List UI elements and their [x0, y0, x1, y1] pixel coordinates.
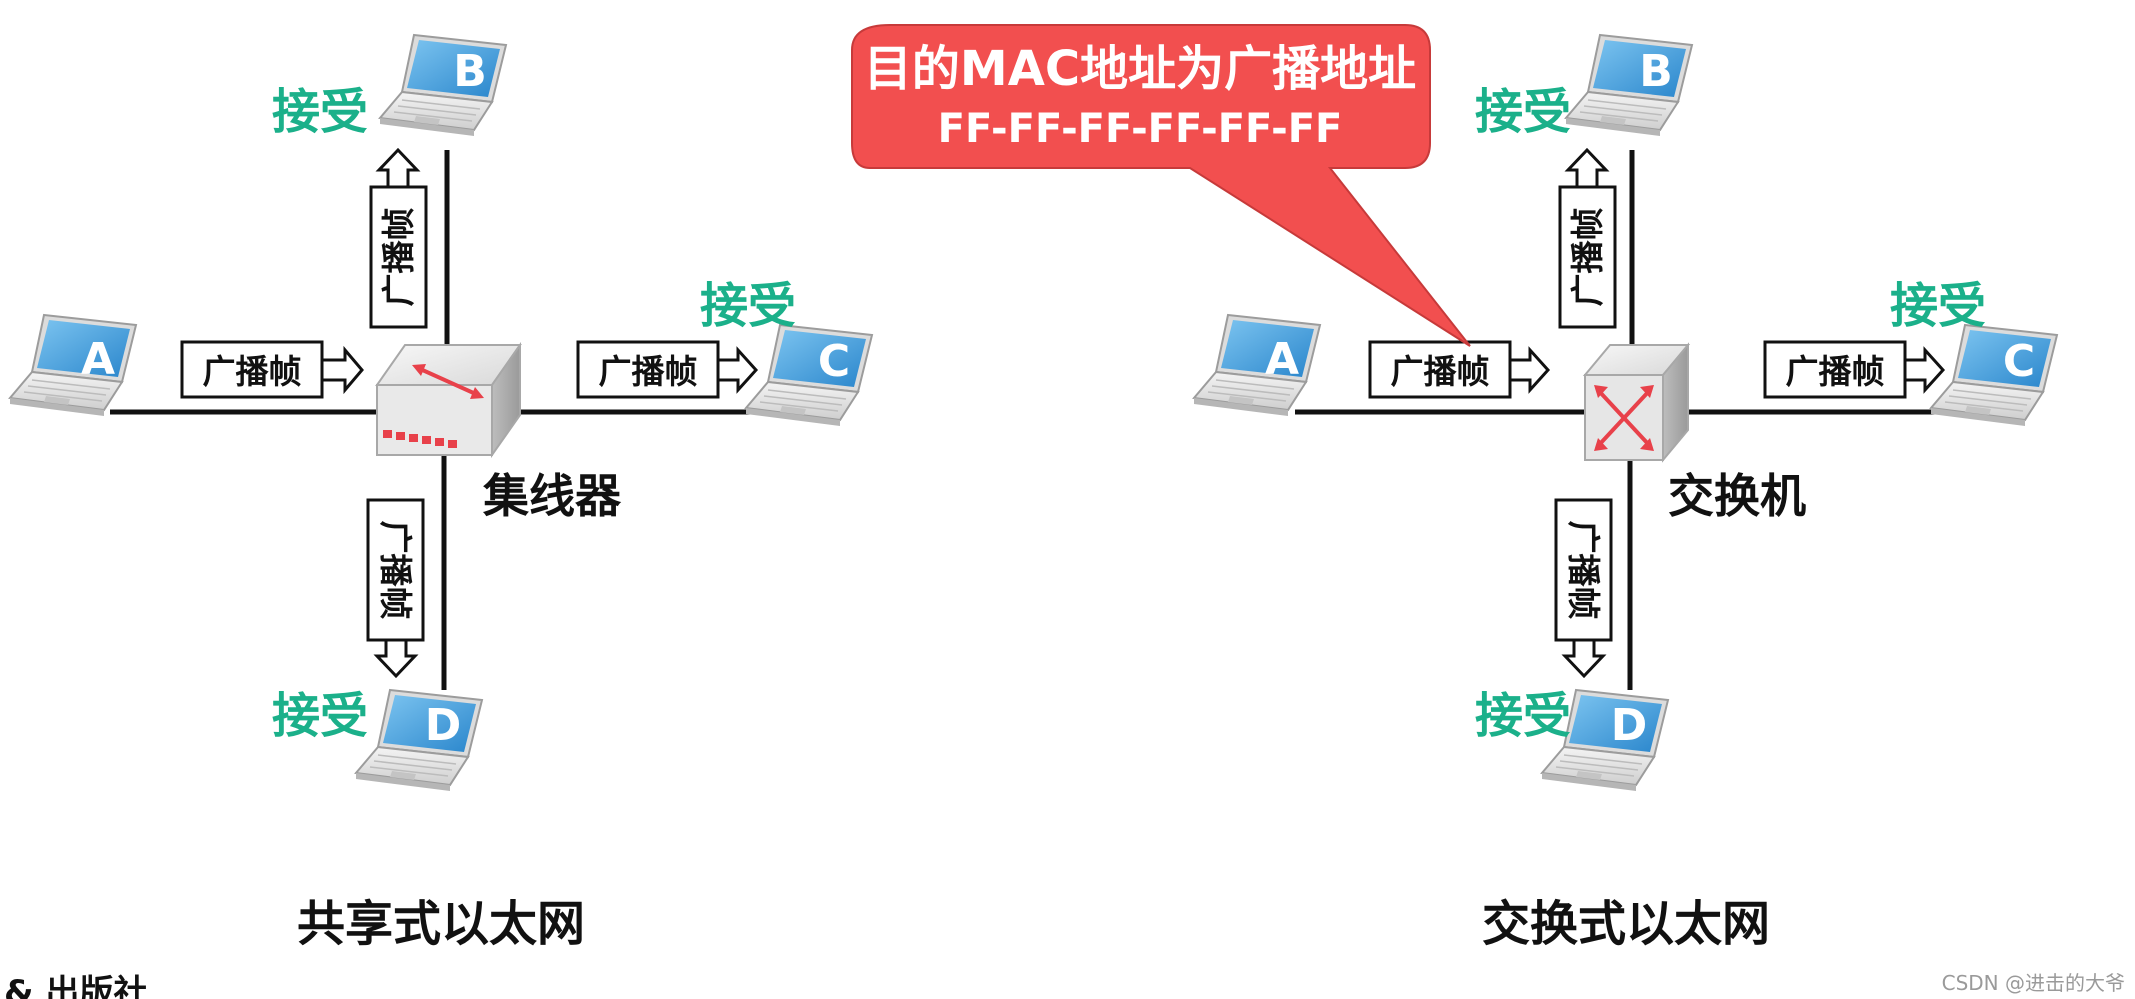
- hub-label: 集线器: [482, 469, 622, 523]
- hub-icon: [377, 345, 520, 455]
- shared-ethernet-diagram: 集线器 A B C D 接受 接受 接受 广播帧: [10, 35, 872, 952]
- host-a: A: [1194, 315, 1320, 416]
- frame-label-right: 广播帧: [599, 352, 698, 391]
- host-c: C: [746, 325, 872, 426]
- host-a-label: A: [81, 334, 115, 385]
- frame-label-left: 广播帧: [203, 352, 302, 391]
- frame-label-down: 广播帧: [1564, 521, 1603, 620]
- accept-label-d: 接受: [272, 688, 368, 744]
- host-d-label: D: [425, 700, 462, 751]
- frame-arrow-up: 广播帧: [371, 150, 426, 327]
- host-c-label: C: [2003, 336, 2035, 387]
- host-c: C: [1931, 325, 2057, 426]
- frame-arrow-down: 广播帧: [368, 500, 423, 676]
- host-a: A: [10, 315, 136, 416]
- host-a-label: A: [1265, 334, 1299, 385]
- switched-ethernet-title: 交换式以太网: [1482, 896, 1770, 952]
- host-b-label: B: [1639, 46, 1673, 97]
- frame-arrow-right: 广播帧: [578, 342, 756, 397]
- frame-arrow-down: 广播帧: [1556, 500, 1611, 676]
- accept-label-d: 接受: [1475, 688, 1571, 744]
- callout-title: 目的MAC地址为广播地址: [864, 41, 1416, 97]
- frame-arrow-up: 广播帧: [1560, 150, 1615, 327]
- frame-arrow-right: 广播帧: [1765, 342, 1943, 397]
- frame-label-up: 广播帧: [1568, 208, 1607, 307]
- watermark: CSDN @进击的大爷: [1942, 971, 2125, 995]
- corner-text: & 出版社: [4, 973, 148, 999]
- accept-label-b: 接受: [1475, 84, 1571, 140]
- host-b-label: B: [453, 46, 487, 97]
- accept-label-c: 接受: [700, 278, 796, 334]
- host-d: D: [356, 690, 482, 791]
- switch-icon: [1585, 345, 1688, 460]
- host-c-label: C: [818, 336, 850, 387]
- shared-ethernet-title: 共享式以太网: [297, 896, 585, 952]
- frame-label-down: 广播帧: [376, 521, 415, 620]
- frame-label-up: 广播帧: [379, 208, 418, 307]
- frame-arrow-left: 广播帧: [182, 342, 362, 397]
- host-b: B: [1566, 35, 1692, 136]
- frame-label-right: 广播帧: [1786, 352, 1885, 391]
- host-b: B: [380, 35, 506, 136]
- accept-label-c: 接受: [1890, 278, 1986, 334]
- frame-label-left: 广播帧: [1391, 352, 1490, 391]
- accept-label-b: 接受: [272, 84, 368, 140]
- frame-arrow-left: 广播帧: [1370, 342, 1548, 397]
- switch-label: 交换机: [1668, 469, 1806, 523]
- callout-bubble: 目的MAC地址为广播地址 FF-FF-FF-FF-FF-FF: [852, 25, 1470, 346]
- host-d-label: D: [1611, 700, 1648, 751]
- callout-mac-address: FF-FF-FF-FF-FF-FF: [938, 106, 1343, 152]
